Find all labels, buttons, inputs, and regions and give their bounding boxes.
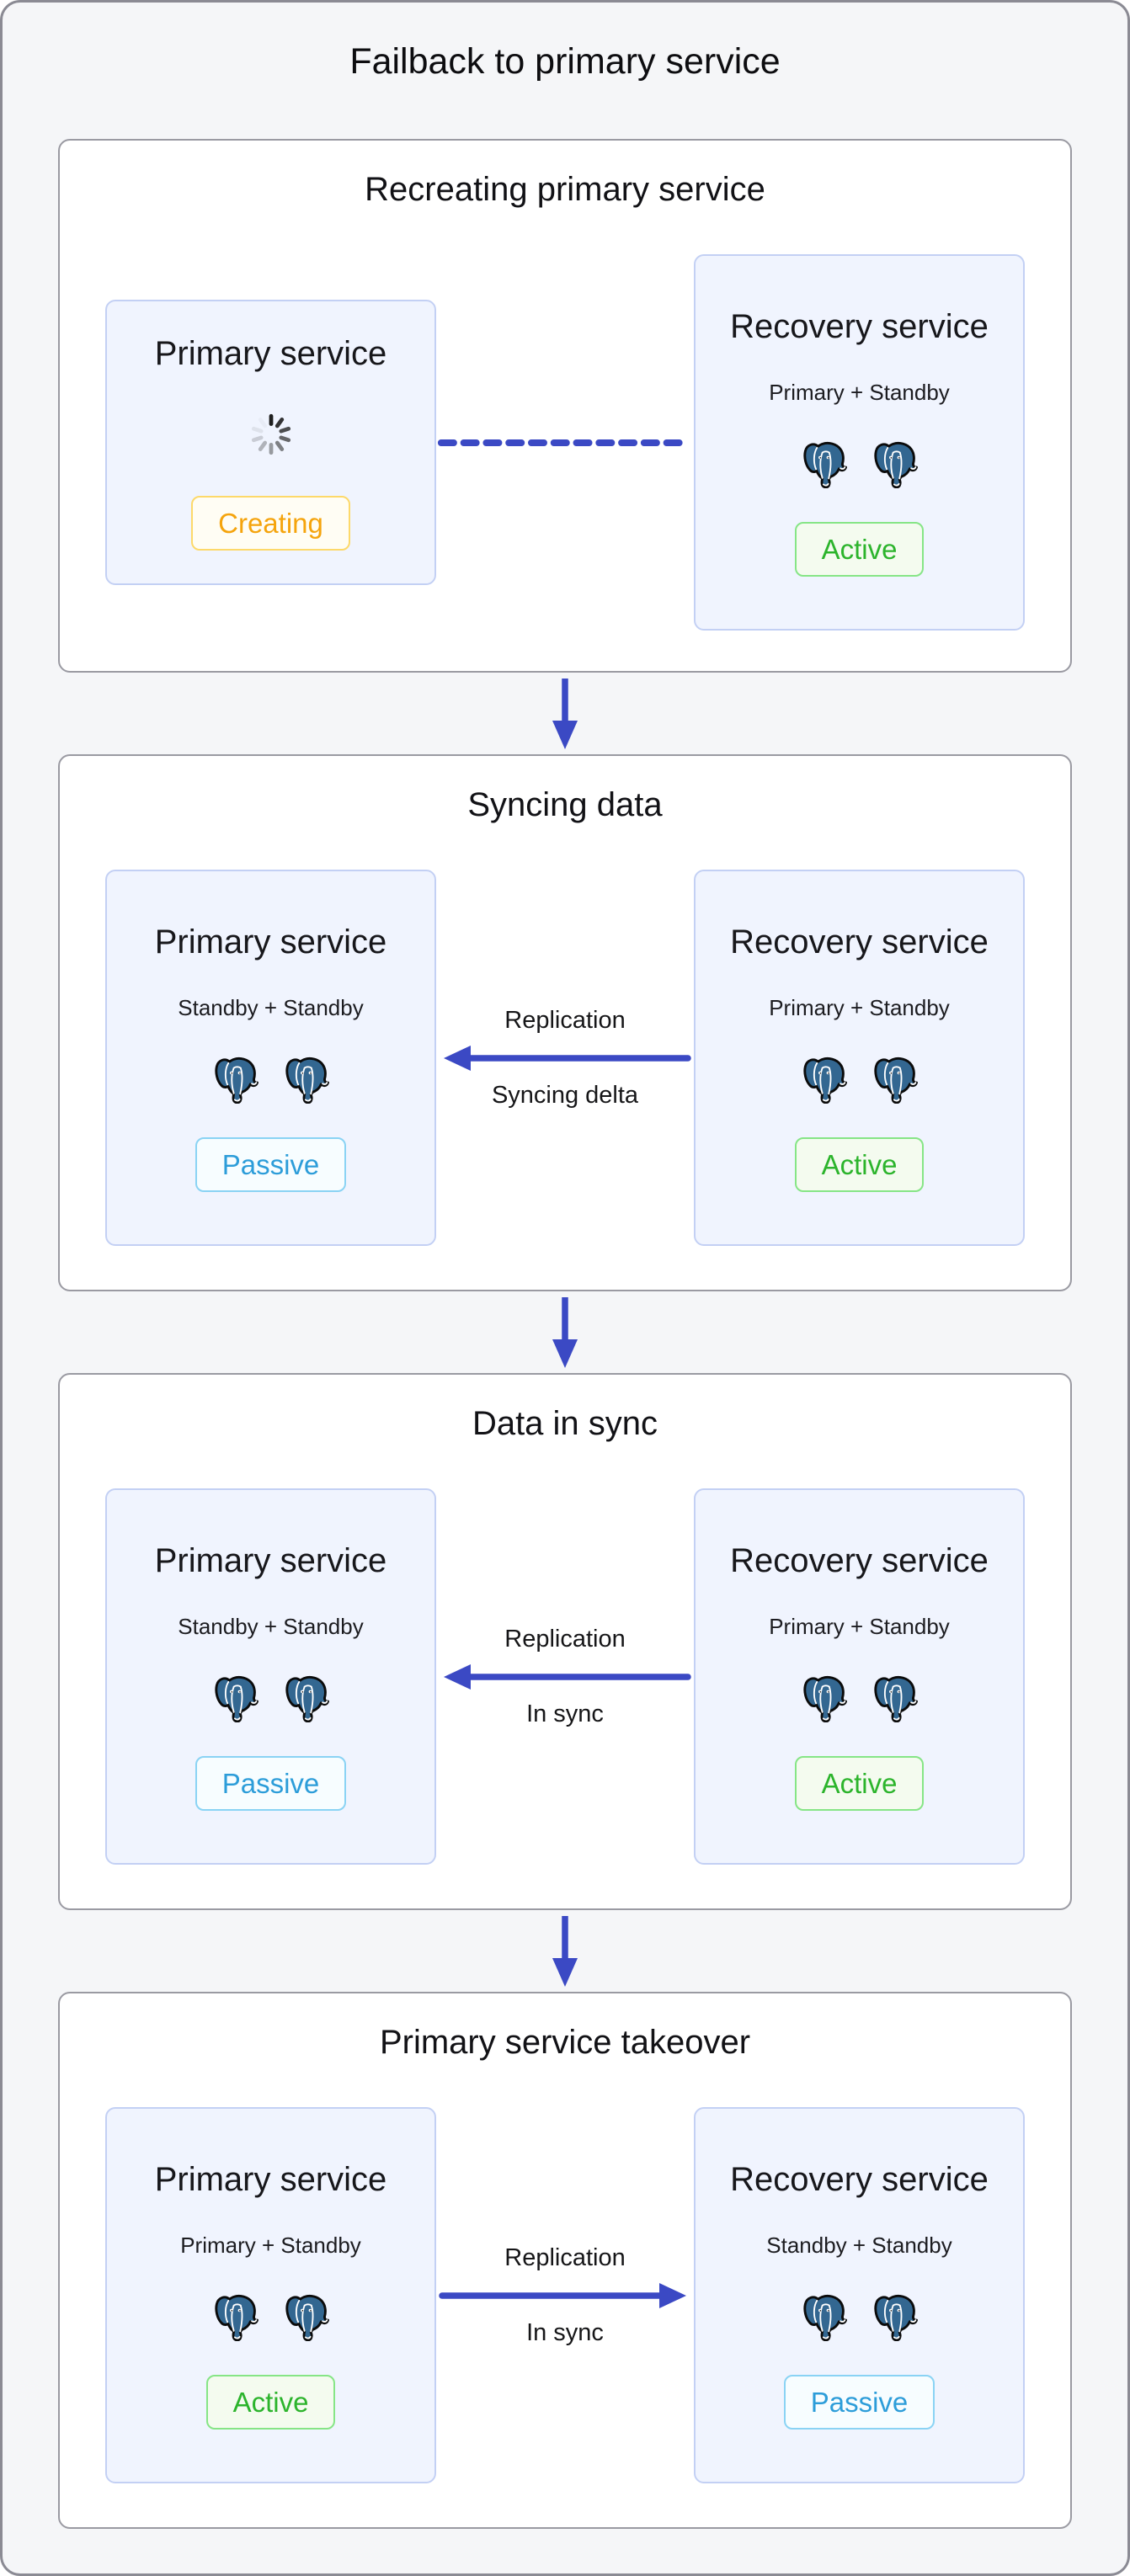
dashed-line-icon xyxy=(437,439,693,446)
primary-service-box: Primary service Standby + Standby Passiv… xyxy=(105,870,436,1246)
status-badge: Passive xyxy=(195,1756,347,1811)
flow-step-2-3 xyxy=(58,1291,1072,1373)
recovery-service-box: Recovery service Primary + Standby Activ… xyxy=(694,870,1025,1246)
postgres-pair xyxy=(211,2292,331,2341)
panel-recreating-primary-service: Recreating primary service Primary servi… xyxy=(58,139,1072,673)
postgres-elephant-icon xyxy=(873,1675,918,1722)
down-arrow-icon xyxy=(548,1911,582,1991)
arrow-right-icon xyxy=(439,2282,686,2308)
down-arrow-icon xyxy=(548,673,582,753)
status-badge: Active xyxy=(794,522,925,577)
recovery-service-box: Recovery service Primary + Standby Activ… xyxy=(694,1488,1025,1865)
arrow-left-icon xyxy=(444,1045,691,1071)
replication-label: Replication xyxy=(504,1006,626,1034)
postgres-pair xyxy=(800,1055,919,1104)
status-badge: Passive xyxy=(783,2375,935,2430)
node-subtitle: Primary + Standby xyxy=(180,2233,361,2258)
recovery-service-box: Recovery service Primary + Standby Activ… xyxy=(694,254,1025,631)
postgres-pair xyxy=(211,1674,331,1722)
postgres-elephant-icon xyxy=(873,441,918,488)
postgres-pair xyxy=(800,2292,919,2341)
creating-connector xyxy=(436,254,694,631)
down-arrow-icon xyxy=(548,1292,582,1372)
node-title: Recovery service xyxy=(730,1542,989,1579)
status-badge: Active xyxy=(794,1137,925,1192)
postgres-elephant-icon xyxy=(285,1675,329,1722)
postgres-elephant-icon xyxy=(214,1056,259,1104)
sync-state-label: In sync xyxy=(526,1700,604,1727)
panel-row: Primary service Standby + Standby Passiv… xyxy=(105,870,1025,1246)
node-subtitle: Standby + Standby xyxy=(178,1614,364,1639)
panel-syncing-data: Syncing data Primary service Standby + S… xyxy=(58,754,1072,1291)
replication-label: Replication xyxy=(504,1625,626,1653)
primary-service-box: Primary service Primary + Standby Active xyxy=(105,2107,436,2483)
node-title: Primary service xyxy=(154,2161,387,2198)
postgres-elephant-icon xyxy=(873,2294,918,2341)
page-title: Failback to primary service xyxy=(349,41,781,82)
panel-data-in-sync: Data in sync Primary service Standby + S… xyxy=(58,1373,1072,1910)
postgres-elephant-icon xyxy=(802,1056,847,1104)
node-title: Primary service xyxy=(154,923,387,961)
postgres-elephant-icon xyxy=(802,2294,847,2341)
flow-step-1-2 xyxy=(58,673,1072,754)
panel-row: Primary service Creating Recovery servic… xyxy=(105,254,1025,631)
spinner-icon xyxy=(247,410,296,459)
flow-step-3-4 xyxy=(58,1910,1072,1992)
postgres-pair xyxy=(211,1055,331,1104)
node-title: Recovery service xyxy=(730,2161,989,2198)
replication-label: Replication xyxy=(504,2243,626,2271)
replication-connector: Replication In sync xyxy=(436,1488,694,1865)
node-subtitle: Standby + Standby xyxy=(766,2233,952,2258)
node-subtitle: Primary + Standby xyxy=(769,380,950,405)
node-title: Recovery service xyxy=(730,923,989,961)
sync-state-label: Syncing delta xyxy=(491,1081,639,1109)
postgres-pair xyxy=(800,439,919,488)
panel-row: Primary service Standby + Standby Passiv… xyxy=(105,1488,1025,1865)
node-subtitle: Standby + Standby xyxy=(178,995,364,1020)
primary-service-box: Primary service Creating xyxy=(105,300,436,585)
panel-title: Primary service takeover xyxy=(379,2024,751,2061)
node-title: Primary service xyxy=(154,334,387,372)
postgres-elephant-icon xyxy=(285,2294,329,2341)
panel-title: Recreating primary service xyxy=(365,171,765,208)
panel-title: Syncing data xyxy=(467,786,663,823)
panel-primary-service-takeover: Primary service takeover Primary service… xyxy=(58,1992,1072,2529)
arrow-left-icon xyxy=(444,1663,691,1690)
primary-service-box: Primary service Standby + Standby Passiv… xyxy=(105,1488,436,1865)
postgres-elephant-icon xyxy=(802,1675,847,1722)
status-badge: Active xyxy=(205,2375,336,2430)
panel-title: Data in sync xyxy=(472,1405,658,1442)
postgres-elephant-icon xyxy=(214,1675,259,1722)
node-title: Primary service xyxy=(154,1542,387,1579)
postgres-pair xyxy=(800,1674,919,1722)
replication-connector: Replication Syncing delta xyxy=(436,870,694,1246)
status-badge: Active xyxy=(794,1756,925,1811)
node-title: Recovery service xyxy=(730,308,989,345)
node-subtitle: Primary + Standby xyxy=(769,1614,950,1639)
node-subtitle: Primary + Standby xyxy=(769,995,950,1020)
postgres-elephant-icon xyxy=(802,441,847,488)
postgres-elephant-icon xyxy=(285,1056,329,1104)
replication-connector: Replication In sync xyxy=(436,2107,694,2483)
sync-state-label: In sync xyxy=(526,2318,604,2346)
recovery-service-box: Recovery service Standby + Standby Passi… xyxy=(694,2107,1025,2483)
postgres-elephant-icon xyxy=(214,2294,259,2341)
status-badge: Passive xyxy=(195,1137,347,1192)
status-badge: Creating xyxy=(191,495,350,551)
panel-row: Primary service Primary + Standby Active… xyxy=(105,2107,1025,2483)
postgres-elephant-icon xyxy=(873,1056,918,1104)
